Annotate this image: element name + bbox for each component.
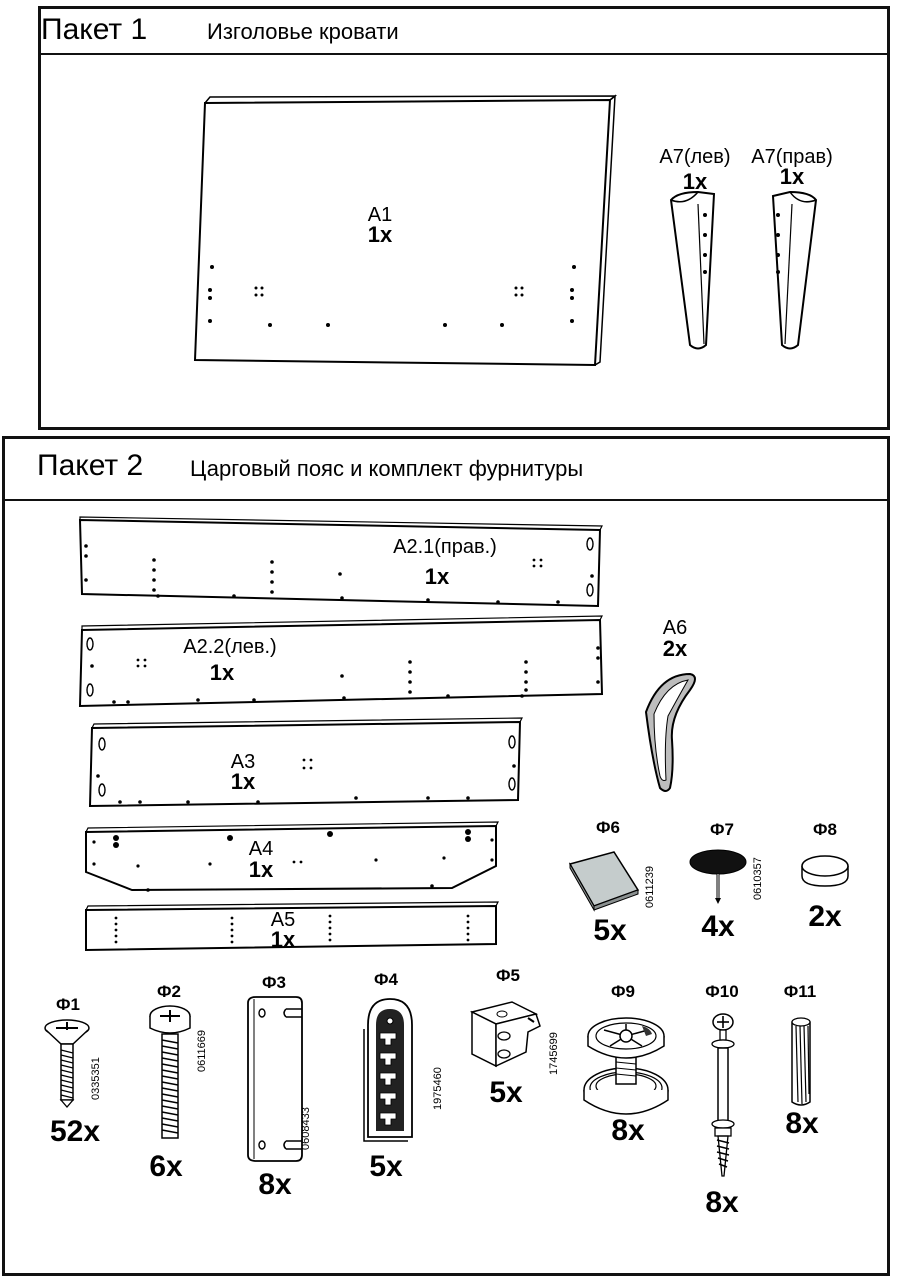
hardware-f8-qty: 2x (808, 900, 842, 933)
felt-pad-f6 (568, 851, 640, 912)
part-a1-qty: 1x (367, 222, 393, 247)
part-a1-label: A1 (367, 204, 393, 226)
screw-f10 (711, 1013, 735, 1177)
board-a3-label: A3 (230, 751, 256, 773)
package-1-header: Пакет 1 Изголовье кровати (41, 9, 887, 55)
package-2-header: Пакет 2 Царговый пояс и комплект фурниту… (5, 439, 887, 501)
hardware-f1-qty: 52x (49, 1115, 101, 1148)
package-1-title: Изголовье кровати (207, 19, 399, 44)
package-2-number: Пакет 2 (37, 449, 144, 482)
hardware-f2-code: Ф2 (157, 982, 181, 1001)
hardware-f7-article: 0610357 (752, 857, 764, 900)
hardware-f6-article: 0611239 (644, 865, 656, 908)
hardware-f7-code: Ф7 (710, 820, 734, 839)
part-a6-qty: 2x (662, 636, 688, 661)
hardware-f4-qty: 5x (369, 1150, 403, 1183)
hardware-f10-code: Ф10 (705, 982, 739, 1001)
part-a6-label: A6 (662, 617, 688, 639)
rail-a2-1 (78, 516, 603, 608)
board-a5 (85, 901, 499, 952)
package-2-section: Пакет 2 Царговый пояс и комплект фурниту… (2, 436, 890, 1276)
plate-f3 (247, 996, 303, 1162)
hardware-f3-article: 0608433 (300, 1107, 312, 1150)
hardware-f9-code: Ф9 (611, 982, 635, 1001)
hardware-f6-code: Ф6 (596, 818, 620, 837)
screw-f1 (44, 1019, 90, 1108)
hardware-f6-qty: 5x (593, 914, 627, 947)
leg-a7-right (771, 190, 818, 350)
glide-f7 (689, 849, 747, 904)
hardware-f5-article: 1745699 (548, 1032, 560, 1075)
bolt-f2 (149, 1005, 191, 1139)
rail-a2-2-label: A2.2(лев.) (183, 636, 277, 658)
hardware-f1-code: Ф1 (56, 995, 80, 1014)
package-1-number: Пакет 1 (41, 13, 148, 46)
hardware-f3-qty: 8x (258, 1168, 292, 1201)
connector-f4 (363, 998, 413, 1142)
board-a4 (85, 821, 499, 892)
board-a5-qty: 1x (270, 927, 296, 952)
bumper-f8 (801, 855, 849, 887)
bracket-f5 (469, 1001, 541, 1068)
part-a7-left-label: A7(лев) (659, 146, 731, 168)
board-a3-qty: 1x (230, 769, 256, 794)
hardware-f5-code: Ф5 (496, 966, 520, 985)
part-a7-right-label: A7(прав) (751, 146, 833, 168)
rail-a2-1-label: A2.1(прав.) (393, 536, 497, 558)
part-a7-right-qty: 1x (779, 164, 805, 189)
hardware-f3-code: Ф3 (262, 973, 286, 992)
hardware-f5-qty: 5x (489, 1076, 523, 1109)
hardware-f11-code: Ф11 (783, 982, 817, 1001)
leg-a7-left (669, 190, 716, 350)
adjustable-foot-f9 (583, 1017, 669, 1115)
hardware-f9-qty: 8x (611, 1114, 645, 1147)
hardware-f11-qty: 8x (785, 1107, 819, 1140)
bracket-a6 (644, 672, 696, 792)
dowel-f11 (791, 1017, 811, 1106)
package-2-title: Царговый пояс и комплект фурнитуры (190, 456, 584, 481)
board-a5-label: A5 (270, 909, 296, 931)
hardware-f7-qty: 4x (701, 910, 735, 943)
rail-a2-1-qty: 1x (424, 564, 450, 589)
hardware-f1-article: 0335351 (90, 1057, 102, 1100)
package-1-section: Пакет 1 Изголовье кровати (38, 6, 890, 430)
hardware-f8-code: Ф8 (813, 820, 837, 839)
hardware-f4-code: Ф4 (374, 970, 398, 989)
board-a4-qty: 1x (248, 857, 274, 882)
board-a3 (88, 717, 523, 808)
part-a7-left-qty: 1x (682, 169, 708, 194)
hardware-f2-qty: 6x (149, 1150, 183, 1183)
board-a4-label: A4 (248, 838, 274, 860)
rail-a2-2 (78, 615, 604, 708)
rail-a2-2-qty: 1x (209, 660, 235, 685)
hardware-f10-qty: 8x (705, 1186, 739, 1219)
hardware-f2-article: 0611669 (196, 1029, 208, 1072)
headboard-panel-a1 (193, 94, 618, 367)
hardware-f4-article: 1975460 (432, 1067, 444, 1110)
